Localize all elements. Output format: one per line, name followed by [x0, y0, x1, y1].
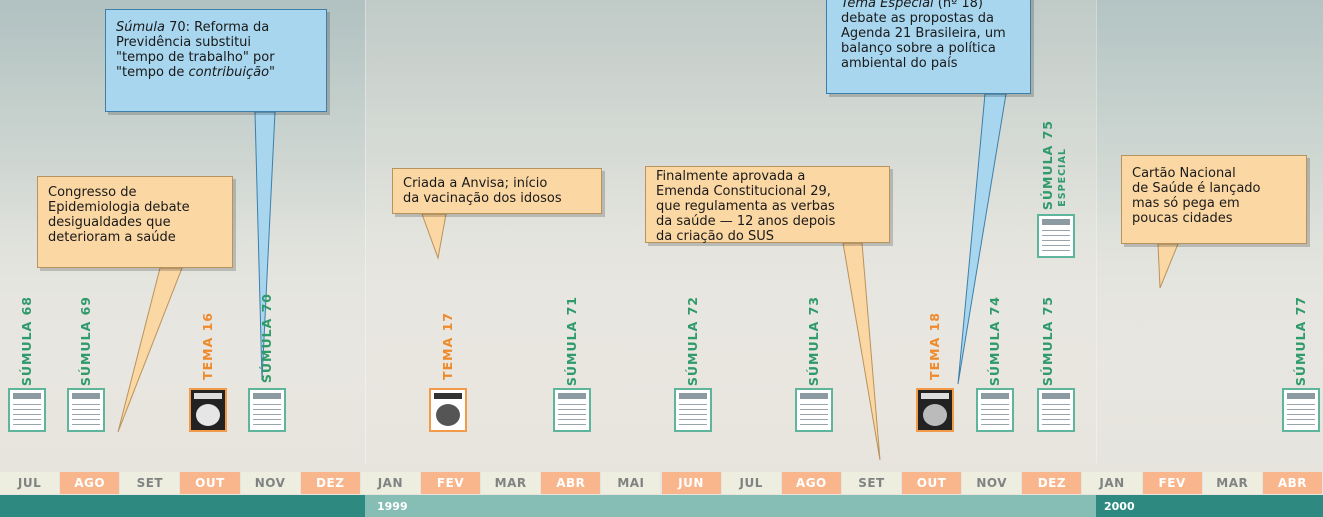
label-sumula-75: SÚMULA 75: [1040, 296, 1055, 387]
label-tema-17: TEMA 17: [440, 312, 455, 380]
label-especial: ESPECIAL: [1057, 148, 1068, 207]
year-segment-1999: [365, 495, 1096, 517]
cover-sumula-69[interactable]: [67, 388, 105, 432]
cover-tema-17[interactable]: [429, 388, 467, 432]
month-nov: NOV: [240, 472, 300, 494]
callout-anvisa: Criada a Anvisa; início da vacinação dos…: [392, 168, 602, 214]
label-sumula-75-especial: SÚMULA 75: [1040, 120, 1055, 211]
cover-sumula-71[interactable]: [553, 388, 591, 432]
label-sumula-68: SÚMULA 68: [19, 296, 34, 387]
tail-emenda: [842, 242, 881, 461]
month-mar: MAR: [481, 472, 541, 494]
cover-sumula-70[interactable]: [248, 388, 286, 432]
label-tema-18: TEMA 18: [927, 312, 942, 380]
month-out: OUT: [902, 472, 962, 494]
label-sumula-74: SÚMULA 74: [987, 296, 1002, 387]
label-sumula-77: SÚMULA 77: [1293, 296, 1308, 387]
month-jul: JUL: [0, 472, 60, 494]
cover-sumula-77[interactable]: [1282, 388, 1320, 432]
year-segment-1998: [0, 495, 365, 517]
month-abr: ABR: [541, 472, 601, 494]
tail-sumula70: [254, 111, 276, 381]
callout-tema-18: Tema Especial (nº 18) debate as proposta…: [826, 0, 1031, 94]
month-mar: MAR: [1202, 472, 1262, 494]
callout-sumula-70: Súmula 70: Reforma da Previdência substi…: [105, 9, 327, 112]
month-nov: NOV: [962, 472, 1022, 494]
year-label-2000: 2000: [1104, 500, 1135, 513]
year-bar: 1999 2000: [0, 495, 1323, 517]
month-dez: DEZ: [1022, 472, 1082, 494]
label-sumula-72: SÚMULA 72: [685, 296, 700, 387]
label-sumula-70: SÚMULA 70: [259, 293, 274, 384]
month-jun: JUN: [661, 472, 721, 494]
cover-sumula-72[interactable]: [674, 388, 712, 432]
tail-congresso: [117, 267, 183, 433]
cover-tema-18[interactable]: [916, 388, 954, 432]
label-sumula-73: SÚMULA 73: [806, 296, 821, 387]
month-jul: JUL: [721, 472, 781, 494]
month-set: SET: [841, 472, 902, 494]
label-sumula-71: SÚMULA 71: [564, 296, 579, 387]
divider: [1096, 0, 1097, 463]
year-label-1999: 1999: [377, 500, 408, 513]
month-out: OUT: [180, 472, 240, 494]
month-ago: AGO: [781, 472, 841, 494]
cover-sumula-68[interactable]: [8, 388, 46, 432]
month-fev: FEV: [420, 472, 481, 494]
month-fev: FEV: [1142, 472, 1202, 494]
tail-cartao: [1157, 243, 1179, 289]
callout-cartao: Cartão Nacional de Saúde é lançado mas s…: [1121, 155, 1307, 244]
cover-tema-16[interactable]: [189, 388, 227, 432]
month-abr: ABR: [1262, 472, 1322, 494]
year-segment-2000: [1096, 495, 1323, 517]
cover-sumula-74[interactable]: [976, 388, 1014, 432]
callout-emenda: Finalmente aprovada a Emenda Constitucio…: [645, 166, 890, 244]
month-set: SET: [120, 472, 180, 494]
cover-sumula-75[interactable]: [1037, 388, 1075, 432]
tail-anvisa: [421, 213, 447, 260]
month-ago: AGO: [60, 472, 120, 494]
month-jan: JAN: [1082, 472, 1142, 494]
label-sumula-69: SÚMULA 69: [78, 296, 93, 387]
callout-congresso: Congresso de Epidemiologia debate desigu…: [37, 176, 233, 268]
cover-sumula-75-especial[interactable]: [1037, 214, 1075, 258]
divider: [365, 0, 366, 463]
month-mai: MAI: [601, 472, 661, 494]
tail-tema18: [957, 93, 1007, 385]
month-jan: JAN: [360, 472, 420, 494]
label-tema-16: TEMA 16: [200, 312, 215, 380]
cover-sumula-73[interactable]: [795, 388, 833, 432]
month-dez: DEZ: [300, 472, 360, 494]
